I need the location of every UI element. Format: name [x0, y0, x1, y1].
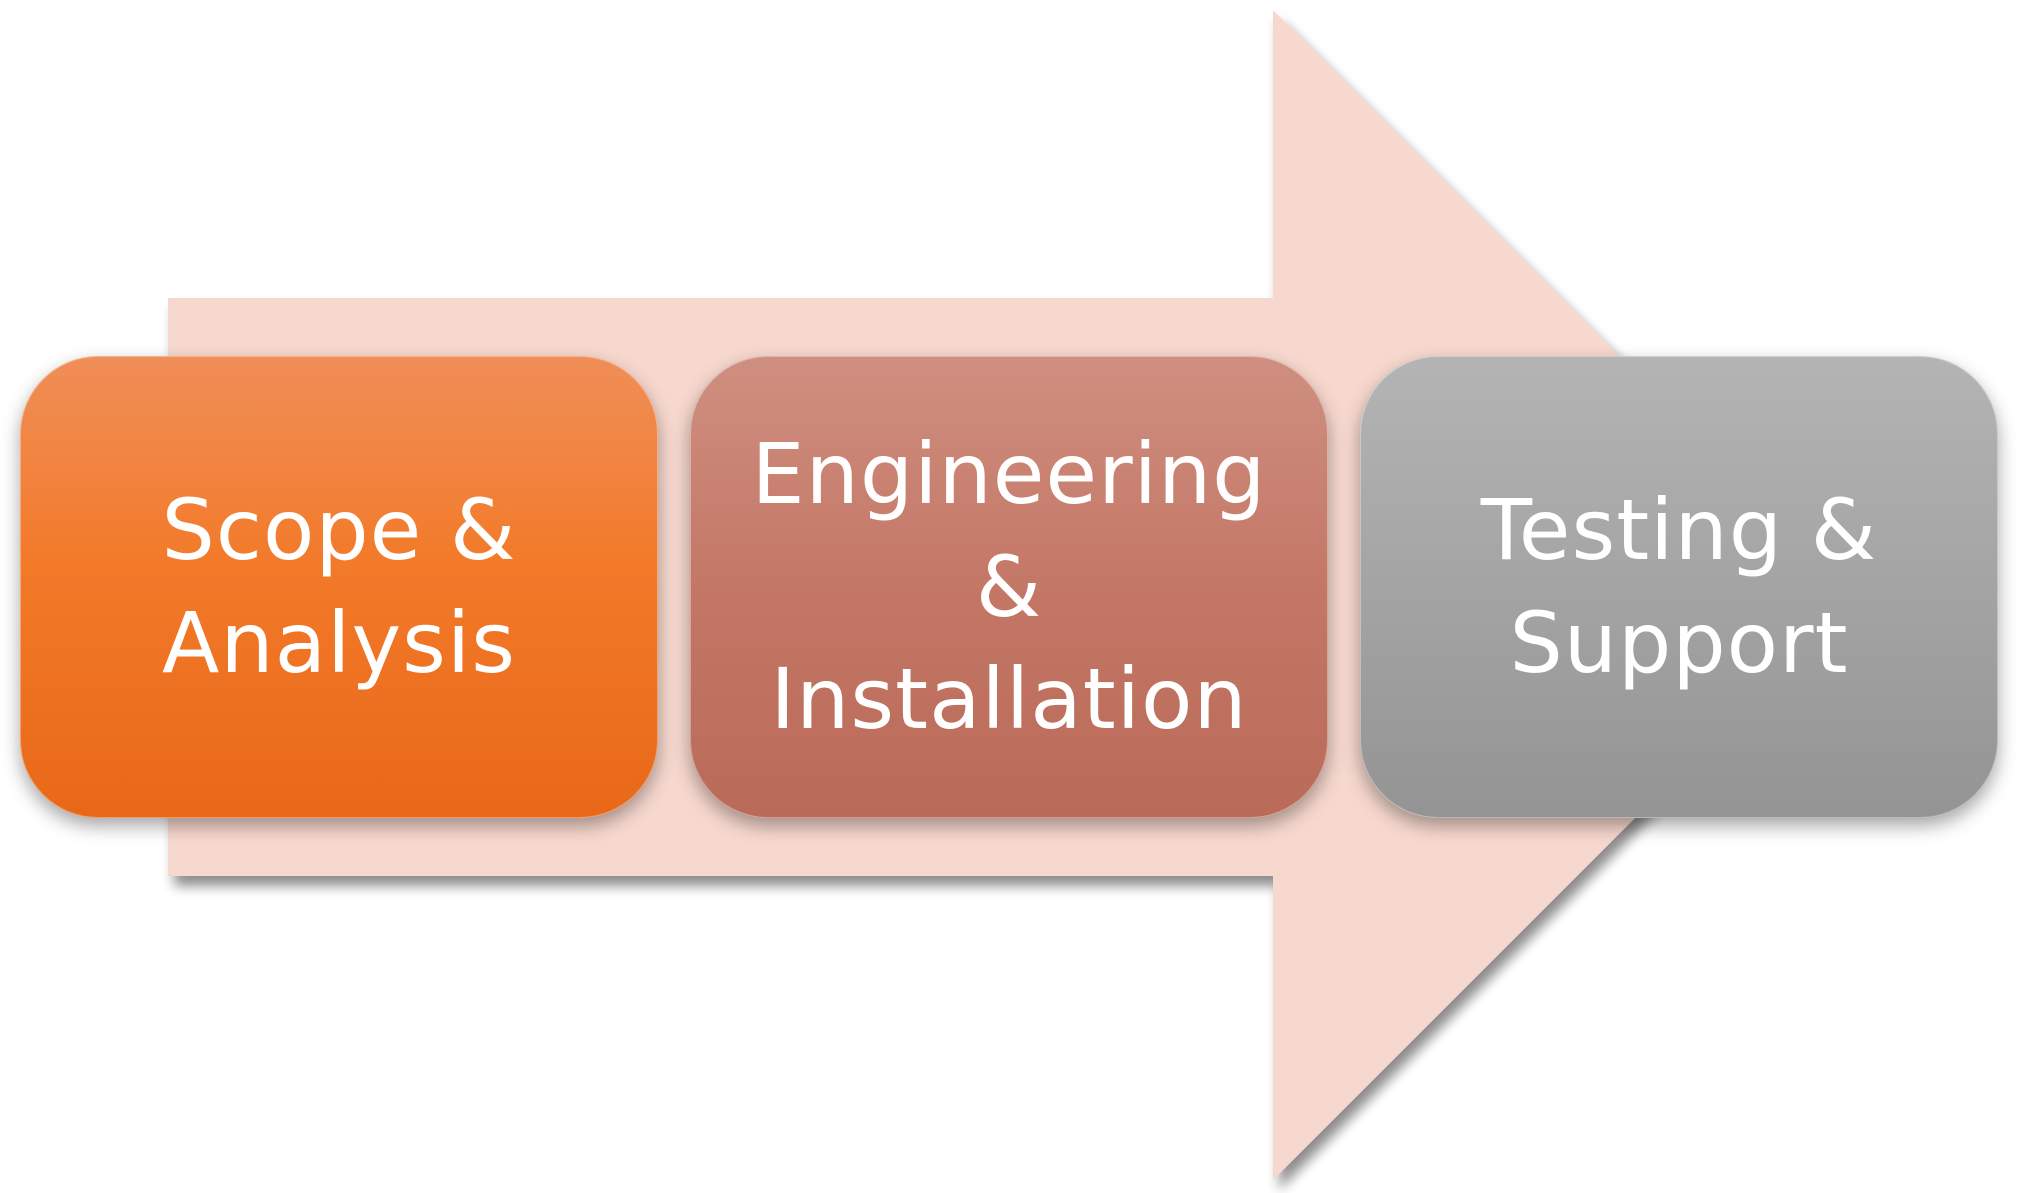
step-label: Scope & Analysis [161, 481, 517, 692]
step-label: Testing & Support [1480, 481, 1878, 692]
step-scope-analysis: Scope & Analysis [20, 356, 658, 818]
step-label: Engineering & Installation [751, 425, 1267, 749]
step-engineering-installation: Engineering & Installation [690, 356, 1328, 818]
step-testing-support: Testing & Support [1360, 356, 1998, 818]
